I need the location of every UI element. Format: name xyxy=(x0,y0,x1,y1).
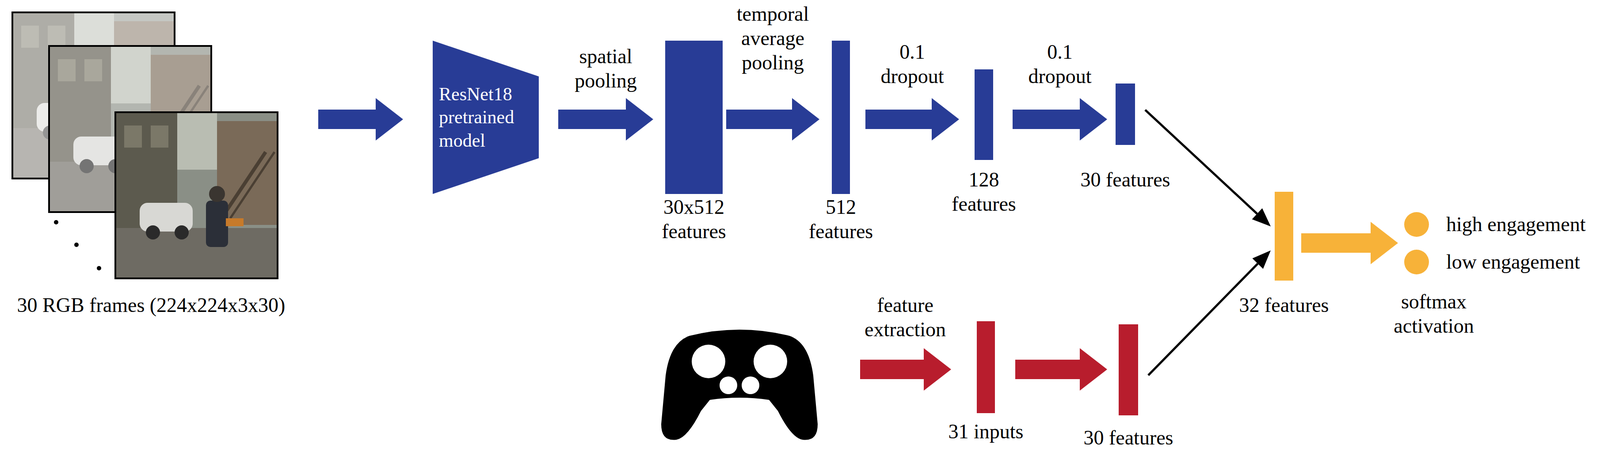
edge-label: 0.1 dropout xyxy=(874,39,950,89)
feature-layer: 32 features xyxy=(1274,191,1294,281)
block-arrow xyxy=(318,98,404,141)
input-frames: 30 RGB frames (224x224x3x30) xyxy=(5,12,298,318)
edge-label: temporal average pooling xyxy=(724,1,822,76)
feature-label: 32 features xyxy=(1235,293,1333,318)
edge-label: spatial pooling xyxy=(557,44,655,93)
feature-layer: 30x512 features xyxy=(665,40,723,195)
feature-label: 30 RGB frames (224x224x3x30) xyxy=(17,293,286,318)
ellipsis-dot xyxy=(96,266,102,271)
block-label: ResNet18 pretrained model xyxy=(438,82,523,153)
block-arrow xyxy=(1301,221,1399,265)
annotation-label: feature extraction xyxy=(856,293,954,342)
feature-label: 31 inputs xyxy=(928,419,1044,444)
feature-label: 512 features xyxy=(792,194,890,244)
block-arrow xyxy=(1015,348,1108,391)
annotation-label: softmax activation xyxy=(1385,289,1483,339)
model-block: ResNet18 pretrained model xyxy=(432,40,539,195)
gamepad-icon xyxy=(661,329,818,441)
feature-layer: 31 inputs xyxy=(976,321,995,414)
block-arrow xyxy=(865,98,960,141)
feature-layer: 512 features xyxy=(831,40,850,195)
feature-label: 30 features xyxy=(1079,425,1178,450)
class-label: high engagement xyxy=(1446,212,1586,237)
feature-layer: 30 features xyxy=(1115,83,1136,145)
video-frame xyxy=(115,112,278,279)
connector-arrow xyxy=(1145,110,1271,227)
feature-label: 30 features xyxy=(1076,167,1174,192)
feature-layer: 30 features xyxy=(1118,324,1139,416)
class-label: low engagement xyxy=(1446,249,1581,275)
edge-label: 0.1 dropout xyxy=(1022,39,1098,89)
block-arrow xyxy=(860,348,952,391)
block-arrow xyxy=(558,98,654,141)
block-arrow xyxy=(726,98,820,141)
feature-label: 128 features xyxy=(935,167,1033,217)
output-node: high engagement xyxy=(1404,212,1429,237)
feature-layer: 128 features xyxy=(974,69,994,160)
output-node: low engagement xyxy=(1404,249,1429,275)
block-arrow xyxy=(1012,98,1108,141)
feature-label: 30x512 features xyxy=(645,194,743,244)
ellipsis-dot xyxy=(53,220,59,225)
ellipsis-dot xyxy=(74,242,79,248)
